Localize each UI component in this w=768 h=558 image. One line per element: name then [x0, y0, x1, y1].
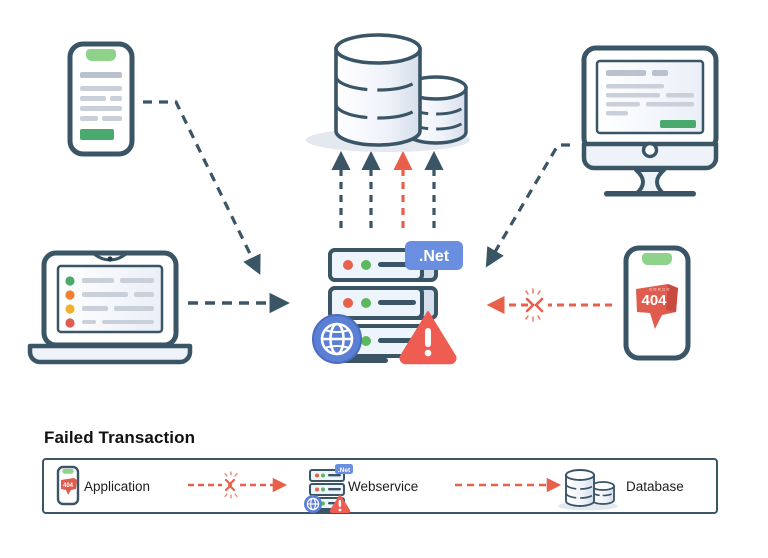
legend-graphics: 404 .Net — [56, 464, 618, 513]
legend-title: Failed Transaction — [44, 428, 196, 447]
dotnet-badge-label: .Net — [419, 248, 450, 265]
main-diagram: .Net 404 ERROR — [27, 33, 719, 365]
warning-triangle-icon — [399, 311, 457, 365]
monitor-cta-button[interactable] — [660, 120, 696, 128]
broken-link-icon — [525, 288, 544, 322]
legend-label-database: Database — [626, 479, 684, 494]
webservice-stack[interactable]: .Net — [312, 241, 463, 365]
legend-database-icon — [558, 469, 618, 511]
diagram-canvas: .Net 404 ERROR Failed Transaction 404 — [27, 33, 719, 514]
legend-globe-icon — [304, 495, 322, 513]
svg-text:404: 404 — [63, 483, 74, 489]
legend-label-webservice: Webservice — [348, 479, 419, 494]
dotnet-badge[interactable]: .Net — [405, 241, 463, 270]
mobile-error-404[interactable]: 404 ERROR — [623, 245, 691, 361]
laptop-status-dots — [65, 276, 75, 328]
desktop-monitor[interactable] — [581, 45, 719, 197]
legend-server-stack-icon: .Net — [304, 464, 353, 513]
database-cluster[interactable] — [306, 33, 470, 152]
laptop-content-lines — [82, 278, 154, 324]
error-sublabel: ERROR — [649, 287, 670, 292]
mobile-application[interactable] — [67, 41, 135, 157]
phone-cta-button[interactable] — [80, 129, 114, 140]
legend-warning-triangle-icon — [329, 494, 351, 513]
legend-phone-error-icon: 404 — [56, 465, 80, 506]
connector-monitor-to-webservice — [485, 143, 570, 268]
error-404-banner: 404 ERROR — [636, 284, 678, 329]
phone-content-lines — [80, 72, 122, 121]
globe-icon — [312, 314, 362, 364]
server-row-2 — [328, 286, 438, 320]
svg-text:.Net: .Net — [338, 467, 351, 474]
legend-connector-broken — [188, 471, 288, 499]
legend-label-application: Application — [84, 479, 151, 494]
database-large — [334, 33, 422, 147]
connector-phone-to-webservice — [143, 100, 261, 275]
laptop-client[interactable] — [27, 250, 193, 365]
monitor-content-lines — [606, 70, 694, 116]
error-code-label: 404 — [641, 292, 667, 309]
connector-error-phone-to-webservice — [486, 288, 612, 322]
